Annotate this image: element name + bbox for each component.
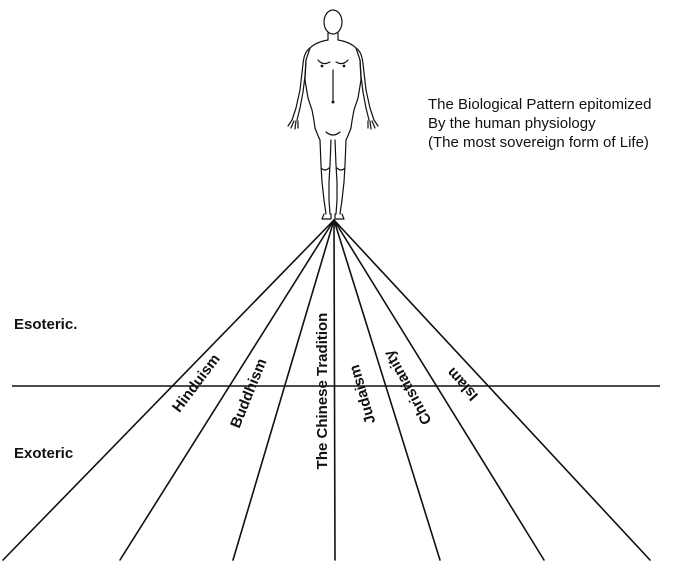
ray-line-2 xyxy=(120,220,334,560)
exoteric-label: Exoteric xyxy=(14,445,73,462)
caption-line-1: The Biological Pattern epitomized xyxy=(428,96,651,114)
tradition-label-christianity: Christianity xyxy=(380,346,435,427)
ray-line-1 xyxy=(3,220,334,560)
esoteric-label: Esoteric. xyxy=(14,316,77,333)
tradition-label-islam: Islam xyxy=(444,364,482,404)
ray-line-5 xyxy=(334,220,440,560)
tradition-label-chinese-tradition: The Chinese Tradition xyxy=(314,313,331,470)
ray-line-4 xyxy=(334,220,335,560)
tradition-label-judaism: Judaism xyxy=(346,363,379,426)
human-figure-icon xyxy=(288,10,378,219)
ray-line-7 xyxy=(334,220,650,560)
caption-line-3: (The most sovereign form of Life) xyxy=(428,134,649,152)
tradition-label-buddhism: Buddhism xyxy=(227,356,270,430)
caption-line-2: By the human physiology xyxy=(428,115,596,133)
